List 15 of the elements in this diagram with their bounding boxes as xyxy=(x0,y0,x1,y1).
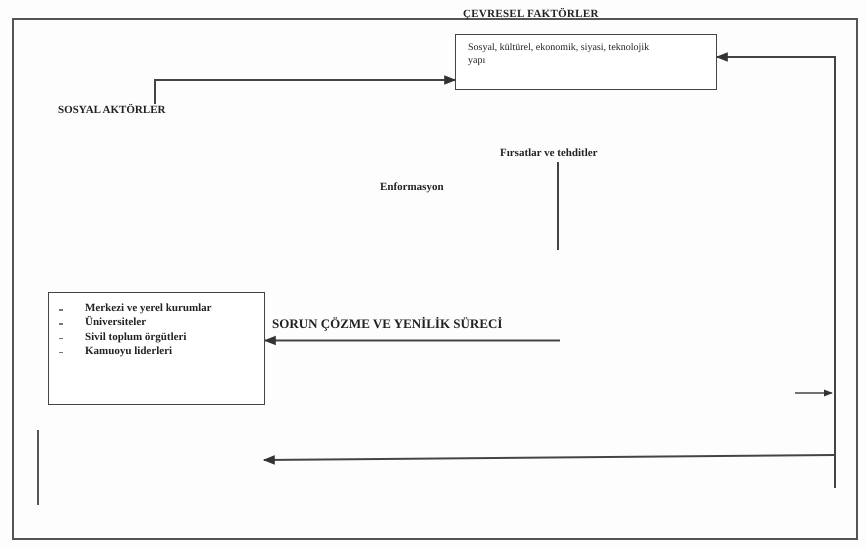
arrow xyxy=(716,52,836,488)
list-item: Merkezi ve yerel kurumlar xyxy=(85,301,212,316)
connector-line xyxy=(557,162,559,250)
label-text: Enformasyon xyxy=(380,181,444,193)
arrow xyxy=(264,336,560,346)
list-item: Kamuoyu liderleri xyxy=(85,344,172,358)
process-box: Sosyal, kültürel, ekonomik, siyasi, teknolojik yapı xyxy=(455,34,717,90)
label-text: SOSYAL AKTÖRLER xyxy=(58,104,166,116)
list-box xyxy=(48,292,265,405)
label-text: SORUN ÇÖZME VE YENİLİK SÜRECİ xyxy=(272,316,502,332)
list-item: Sivil toplum örgütleri xyxy=(85,330,186,344)
arrow xyxy=(154,75,456,104)
list-item: Üniversiteler xyxy=(85,315,146,330)
section-heading: ÇEVRESEL FAKTÖRLER xyxy=(462,8,600,20)
label-text: Fırsatlar ve tehditler xyxy=(500,147,598,159)
